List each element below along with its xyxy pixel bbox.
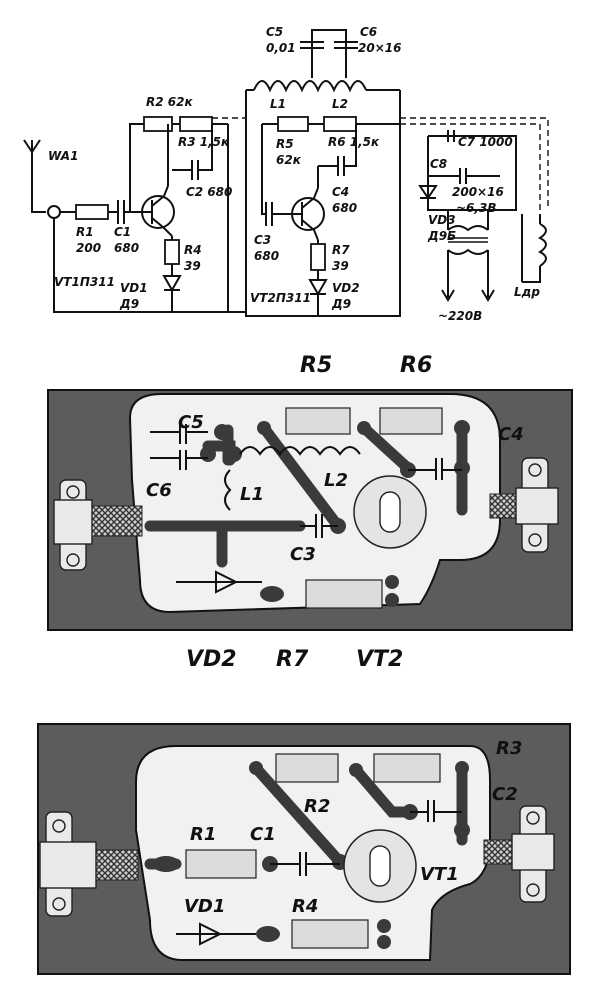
transistor-vt1 [141,185,175,237]
label-r6: R6 1,5к [328,135,380,149]
connector-left-upper [53,479,143,571]
board-lower-cutout [135,745,491,961]
label-r5-name: R5 [276,137,294,151]
resistor-r4-lower [291,919,369,949]
schematic: WA1 R1 200 C1 680 VT1П311 R2 62к R3 1,5к… [23,25,549,323]
label-r1-value: 200 [76,241,101,255]
capacitor-c1 [117,200,125,224]
resistor-r1 [75,204,109,220]
inductor-ldr [521,214,547,283]
label-r1-lower: R1 [190,824,216,845]
label-c8-value: 200×16 [452,185,504,199]
label-c5-value: 0,01 [266,41,296,55]
label-c4-value: 680 [332,201,357,215]
label-vd2-name: VD2 [332,281,360,295]
label-vd2-value: Д9 [331,297,351,311]
label-c1-lower: C1 [250,824,276,845]
label-ldr: Lдр [514,285,540,299]
board-lower: R2 R1 C1 VT1 VD1 R4 R3 C2 [37,723,571,975]
resistor-r3 [179,116,213,132]
label-r1-name: R1 [76,225,94,239]
label-r7-value: 39 [332,259,349,273]
label-wa1: WA1 [48,149,78,163]
label-c5-upper: C5 [178,412,204,433]
label-l2-upper: L2 [324,470,348,491]
label-c2: C2 680 [186,185,232,199]
label-ac-out: ~6,3В [456,201,496,215]
label-r2-lower: R2 [304,796,330,817]
label-vt2: VT2П311 [250,291,311,305]
label-r3-lower: R3 [496,738,522,759]
label-r4-name: R4 [184,243,202,257]
capacitor-c3 [261,124,280,226]
label-c6-upper: C6 [146,480,172,501]
label-c6-name: C6 [360,25,377,39]
resistor-r1-lower [185,849,257,879]
resistor-r5 [277,116,309,132]
label-vt2-bottom: VT2 [356,647,403,672]
board-upper: C5 C6 L1 L2 C3 C4 R5 R6 VD2 R7 VT2 [47,353,573,672]
capacitor-c5-upper [179,424,187,444]
label-vt1-lower: VT1 [420,864,459,885]
label-l1-upper: L1 [240,484,264,505]
label-c8-name: C8 [430,157,447,171]
label-r6-top: R6 [400,353,432,378]
resistor-r6 [323,116,357,132]
capacitor-c6-upper [179,450,187,470]
resistor-r5-upper [285,407,351,435]
label-vd2-bottom: VD2 [186,647,237,672]
label-r4-value: 39 [184,259,201,273]
resistor-r4 [164,239,180,265]
label-mains: ~220В [438,309,482,323]
resistor-r6-upper [379,407,443,435]
label-r7-bottom: R7 [276,647,309,672]
diode-vd3 [418,185,438,200]
label-r5-value: 62к [276,153,302,167]
label-vd3-name: VD3 [428,213,456,227]
label-c1-value: 680 [114,241,139,255]
label-c3-upper: C3 [290,544,316,565]
label-vt1: VT1П311 [54,275,115,289]
label-c4-upper: C4 [498,424,524,445]
label-r4-lower: R4 [292,896,318,917]
resistor-r7-upper [305,579,383,609]
connector-right-upper [489,457,559,553]
connector-left-lower [39,811,139,917]
transistor-vt2 [280,166,325,241]
label-c4-name: C4 [332,185,349,199]
label-vd1-value: Д9 [119,297,139,311]
label-r2: R2 62к [146,95,193,109]
capacitor-c7 [447,130,455,142]
label-c5-name: C5 [266,25,283,39]
label-c3-name: C3 [254,233,271,247]
label-r5-top: R5 [300,353,332,378]
connector-right-lower [483,805,555,903]
resistor-r2-lower [275,753,339,783]
label-vd3-value: Д9Б [427,229,456,243]
label-vd1-name: VD1 [120,281,148,295]
label-c2-lower: C2 [492,784,518,805]
transformer-icon [441,210,495,302]
inductor-l1-l2 [246,80,400,93]
capacitor-c5 [300,41,324,49]
label-c6-value: 20×16 [358,41,401,55]
coil-upper [224,446,361,511]
capacitor-c6 [334,41,358,49]
label-c7: C7 1000 [458,135,513,149]
label-r7-name: R7 [332,243,350,257]
label-r3: R3 1,5к [178,135,230,149]
resistor-r3-lower [373,753,441,783]
label-vd1-lower: VD1 [184,896,225,917]
diode-vd1 [162,275,182,293]
diode-vd2 [308,279,328,297]
label-l1: L1 [270,97,286,111]
resistor-r7 [310,243,326,271]
label-c1-name: C1 [114,225,131,239]
label-c3-value: 680 [254,249,279,263]
label-l2: L2 [332,97,348,111]
